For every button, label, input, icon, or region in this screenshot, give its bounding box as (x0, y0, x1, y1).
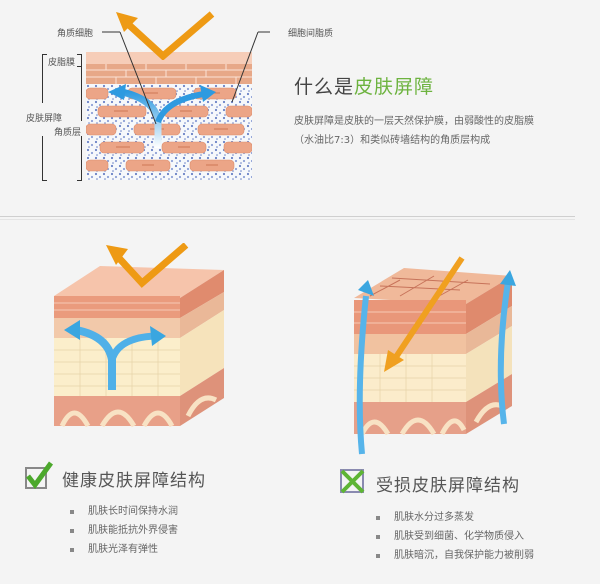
label-sebum-film: 皮脂膜 (48, 58, 76, 68)
description-line-2: （水油比7:3）和类似砖墙结构的角质层构成 (294, 135, 491, 146)
heading-prefix: 什么是 (294, 76, 355, 98)
bracket-skin-barrier-bottom (42, 136, 47, 181)
leader-lines (102, 31, 270, 125)
page-heading: 什么是皮肤屏障 (294, 72, 434, 99)
label-corneocyte: 角质细胞 (57, 29, 94, 39)
bracket-corneum-bottom (77, 136, 82, 181)
stratum-corneum-illustration (85, 52, 253, 180)
orange-check-arrow-icon (106, 243, 189, 288)
section-divider (0, 216, 575, 217)
healthy-bullet-list: 肌肤长时间保持水润 肌肤能抵抗外界侵害 肌肤光泽有弹性 (70, 502, 178, 559)
list-item: 肌肤能抵抗外界侵害 (70, 521, 178, 540)
damaged-title: 受损皮肤屏障结构 (376, 476, 520, 496)
list-item: 肌肤光泽有弹性 (70, 540, 178, 559)
orange-check-arrow-icon (116, 11, 215, 60)
list-item: 肌肤受到细菌、化学物质侵入 (376, 527, 534, 546)
bracket-skin-barrier-top (42, 54, 47, 103)
heading-highlight: 皮肤屏障 (354, 76, 435, 98)
list-item: 肌肤长时间保持水润 (70, 502, 178, 521)
section-divider-shadow (0, 219, 575, 220)
checkbox-cross-icon (340, 469, 365, 494)
label-stratum-corneum: 角质层 (54, 128, 82, 138)
checkbox-check-icon (25, 461, 54, 490)
damaged-skin-cube (354, 256, 516, 455)
damaged-bullet-list: 肌肤水分过多蒸发 肌肤受到细菌、化学物质侵入 肌肤暗沉，自我保护能力被削弱 (376, 508, 534, 565)
label-skin-barrier: 皮肤屏障 (26, 114, 63, 124)
description-line-1: 皮肤屏障是皮肤的一层天然保护膜，由弱酸性的皮脂膜 (294, 116, 534, 127)
label-intercellular-lipid: 细胞间脂质 (288, 29, 334, 39)
healthy-title: 健康皮肤屏障结构 (62, 471, 206, 491)
description: 皮肤屏障是皮肤的一层天然保护膜，由弱酸性的皮脂膜 （水油比7:3）和类似砖墙结构… (294, 112, 594, 150)
brick-wall-diagram (85, 52, 253, 180)
list-item: 肌肤水分过多蒸发 (376, 508, 534, 527)
list-item: 肌肤暗沉，自我保护能力被削弱 (376, 546, 534, 565)
bracket-corneum-top (77, 66, 82, 121)
